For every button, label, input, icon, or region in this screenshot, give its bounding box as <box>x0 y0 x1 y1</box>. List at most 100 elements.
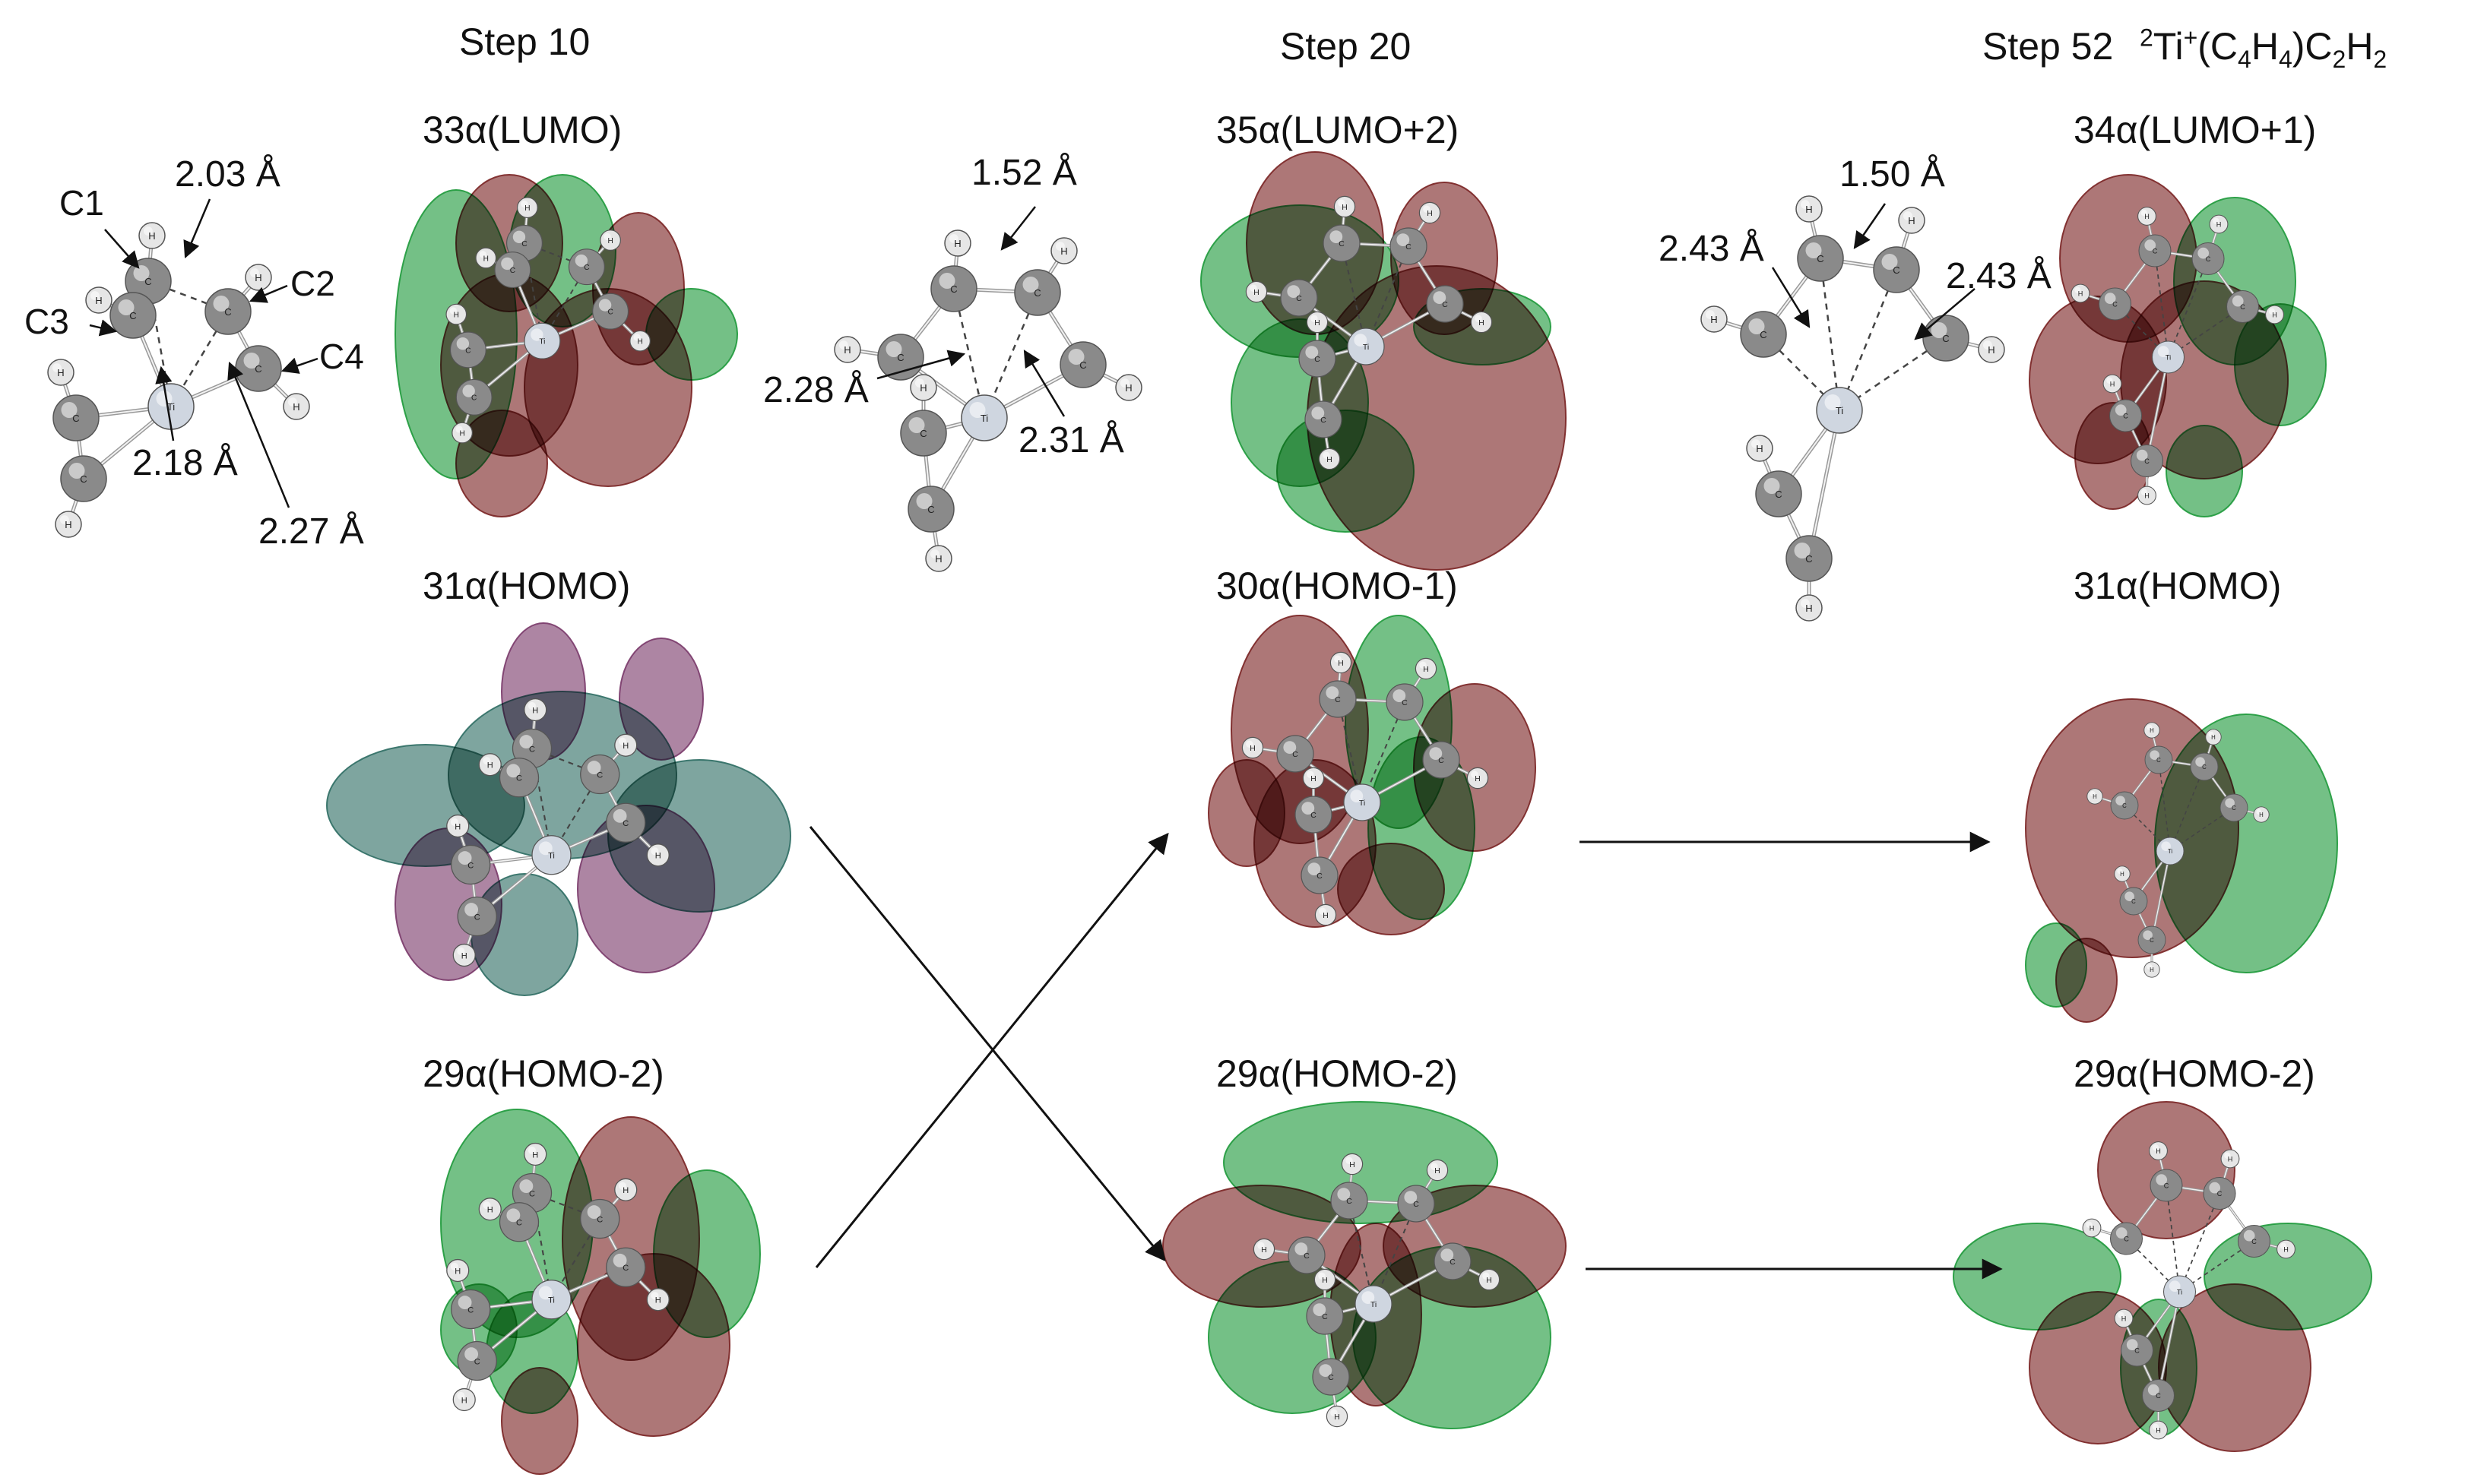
s52-homo-hydrogen-atom-glyph: H <box>2211 734 2216 741</box>
s20-lumo-hydrogen-atom-glyph: H <box>1478 319 1484 327</box>
s52-homo-dashed-contact <box>2169 766 2205 852</box>
s10-homo2-titanium-atom-glyph: Ti <box>548 1296 555 1305</box>
geom-s10-carbon-atom-glyph: C <box>224 306 231 318</box>
s20-homo2-atom-shine <box>1330 1409 1338 1416</box>
s52-homo2-hydrogen-atom-glyph: H <box>2090 1225 2095 1232</box>
s10-homo-atom-shine <box>483 757 491 765</box>
atom-label-c1: C1 <box>59 183 104 223</box>
geom-s10-atom-shine <box>143 226 153 236</box>
geom-s10-carbon-atom-glyph: C <box>129 310 136 321</box>
s20-homo2-atom-shine <box>1361 1291 1375 1304</box>
geom-s20-atom-shine <box>916 493 933 509</box>
s52-lumo-hydrogen-atom-glyph: H <box>2144 213 2150 220</box>
s20-homo1-lobe <box>1337 843 1445 935</box>
s10-lumo-hydrogen-atom-glyph: H <box>607 237 613 245</box>
s20-homo1-carbon-atom-glyph: C <box>1402 699 1408 707</box>
s20-homo1-hydrogen-atom-glyph: H <box>1475 775 1481 783</box>
geom-s52-dashed-contact <box>1819 258 1841 411</box>
geom-s52-atom-shine <box>1800 200 1810 209</box>
step20-header: Step 20 <box>1280 25 1412 68</box>
s10-homo-atom-shine <box>450 818 458 826</box>
s10-lumo-atom-shine <box>449 307 457 315</box>
s20-lumo-titanium-atom-glyph: Ti <box>1363 343 1369 352</box>
s10-homo-hydrogen-atom-glyph: H <box>623 742 629 751</box>
s10-lumo-atom-shine <box>462 384 475 397</box>
s52-lumo-carbon-atom-glyph: C <box>2123 413 2128 420</box>
s10-homo-atom-shine <box>528 701 536 710</box>
geom-s52-atom-shine <box>1794 543 1811 558</box>
geom-s52-atom-shine <box>1982 340 1992 350</box>
s52-homo-atom-shine <box>2143 930 2153 940</box>
s20-homo1-carbon-atom-glyph: C <box>1335 696 1341 704</box>
s20-homo2-hydrogen-atom-glyph: H <box>1334 1413 1340 1422</box>
s10-homo2-hydrogen-atom-glyph: H <box>461 1396 467 1405</box>
pointer-s52-d2 <box>1771 267 1811 328</box>
orbital-label-s20-lumo: 35α(LUMO+2) <box>1216 109 1459 151</box>
s20-homo2-carbon-atom-glyph: C <box>1413 1201 1419 1209</box>
s52-homo-atom-shine <box>2147 963 2153 970</box>
s20-homo1-atom-shine <box>1334 655 1342 663</box>
s20-homo2-carbon-atom-glyph: C <box>1450 1258 1456 1267</box>
s20-lumo-carbon-atom-glyph: C <box>1339 240 1345 248</box>
s20-homo1-atom-shine <box>1393 689 1406 702</box>
geom-s10-hydrogen-atom-glyph: H <box>255 272 261 283</box>
geom-s52-atom-shine <box>1800 599 1810 608</box>
s10-homo2-orbital <box>440 1109 761 1475</box>
s10-homo2-atom-shine <box>613 1253 627 1267</box>
s20-homo2-hydrogen-atom-glyph: H <box>1486 1277 1492 1285</box>
s10-lumo-atom-shine <box>531 328 543 341</box>
s10-lumo-atom-shine <box>479 251 486 258</box>
s52-homo-hydrogen-atom-glyph: H <box>2150 727 2154 734</box>
s20-homo2-atom-shine <box>1404 1191 1418 1204</box>
s20-lumo-atom-shine <box>1338 199 1345 207</box>
geom-s52-atom-shine <box>1751 439 1760 448</box>
geom-s20-atom-shine <box>914 378 924 388</box>
s52-homo-dashed-contact <box>2158 759 2171 852</box>
s20-homo2-atom-shine <box>1318 1272 1326 1280</box>
geom-s52-bond-highlight <box>1808 410 1840 559</box>
s52-lumo-carbon-atom-glyph: C <box>2206 255 2211 263</box>
atom-label-c2: C2 <box>290 264 335 303</box>
s20-lumo-atom-shine <box>1354 334 1367 346</box>
s52-homo2-carbon-atom-glyph: C <box>2124 1236 2129 1243</box>
geom-s20-atom-shine <box>1022 277 1039 293</box>
s10-homo2-carbon-atom-glyph: C <box>474 1357 480 1366</box>
geom-s10-carbon-atom-glyph: C <box>72 413 79 424</box>
s20-lumo-hydrogen-atom-glyph: H <box>1314 319 1320 327</box>
s20-lumo-carbon-atom-glyph: C <box>1296 295 1302 303</box>
geom-s52-carbon-atom-glyph: C <box>1817 253 1823 264</box>
s10-lumo-atom-shine <box>501 257 514 271</box>
s20-homo1-carbon-atom-glyph: C <box>1438 757 1444 765</box>
geom-s10-atom-shine <box>243 353 260 369</box>
s10-lumo-hydrogen-atom-glyph: H <box>524 204 530 213</box>
s10-homo-atom-shine <box>538 841 553 856</box>
s20-homo2-carbon-atom-glyph: C <box>1346 1198 1352 1206</box>
geom-s20-atom-shine <box>1068 349 1085 365</box>
s10-homo2-atom-shine <box>450 1262 458 1270</box>
pointer-s10-d2 <box>155 365 175 441</box>
pointer-s10-d3 <box>227 361 290 508</box>
s20-homo1-carbon-atom-glyph: C <box>1316 872 1323 881</box>
pointer-s10-d1 <box>183 198 211 259</box>
s20-homo2-carbon-atom-glyph: C <box>1328 1374 1334 1382</box>
distance-s10-ti-c1: 2.18 Å <box>132 443 238 483</box>
s20-homo2-atom-shine <box>1319 1364 1332 1377</box>
s52-homo2-hydrogen-atom-glyph: H <box>2121 1315 2127 1323</box>
s20-homo1-atom-shine <box>1429 747 1443 760</box>
s10-lumo-carbon-atom-glyph: C <box>471 394 477 403</box>
s10-lumo-carbon-atom-glyph: C <box>510 267 515 275</box>
s10-lumo-carbon-atom-glyph: C <box>584 264 589 272</box>
s10-lumo-titanium-atom-glyph: Ti <box>539 338 545 346</box>
s10-homo-hydrogen-atom-glyph: H <box>487 761 493 770</box>
s20-homo1-atom-shine <box>1283 741 1297 754</box>
s20-homo2-titanium-atom-glyph: Ti <box>1370 1301 1377 1309</box>
pointer-s52-d3 <box>1914 288 1975 340</box>
orbital-label-s20-homo2: 29α(HOMO-2) <box>1216 1052 1458 1095</box>
s20-homo1-hydrogen-atom-glyph: H <box>1323 912 1329 920</box>
correlation-arrow-s10homo-to-s20homo2 <box>809 826 1166 1262</box>
s10-homo2-hydrogen-atom-glyph: H <box>623 1186 629 1195</box>
geom-s10-atom-shine <box>287 397 297 407</box>
s52-homo-carbon-atom-glyph: C <box>2150 937 2154 944</box>
